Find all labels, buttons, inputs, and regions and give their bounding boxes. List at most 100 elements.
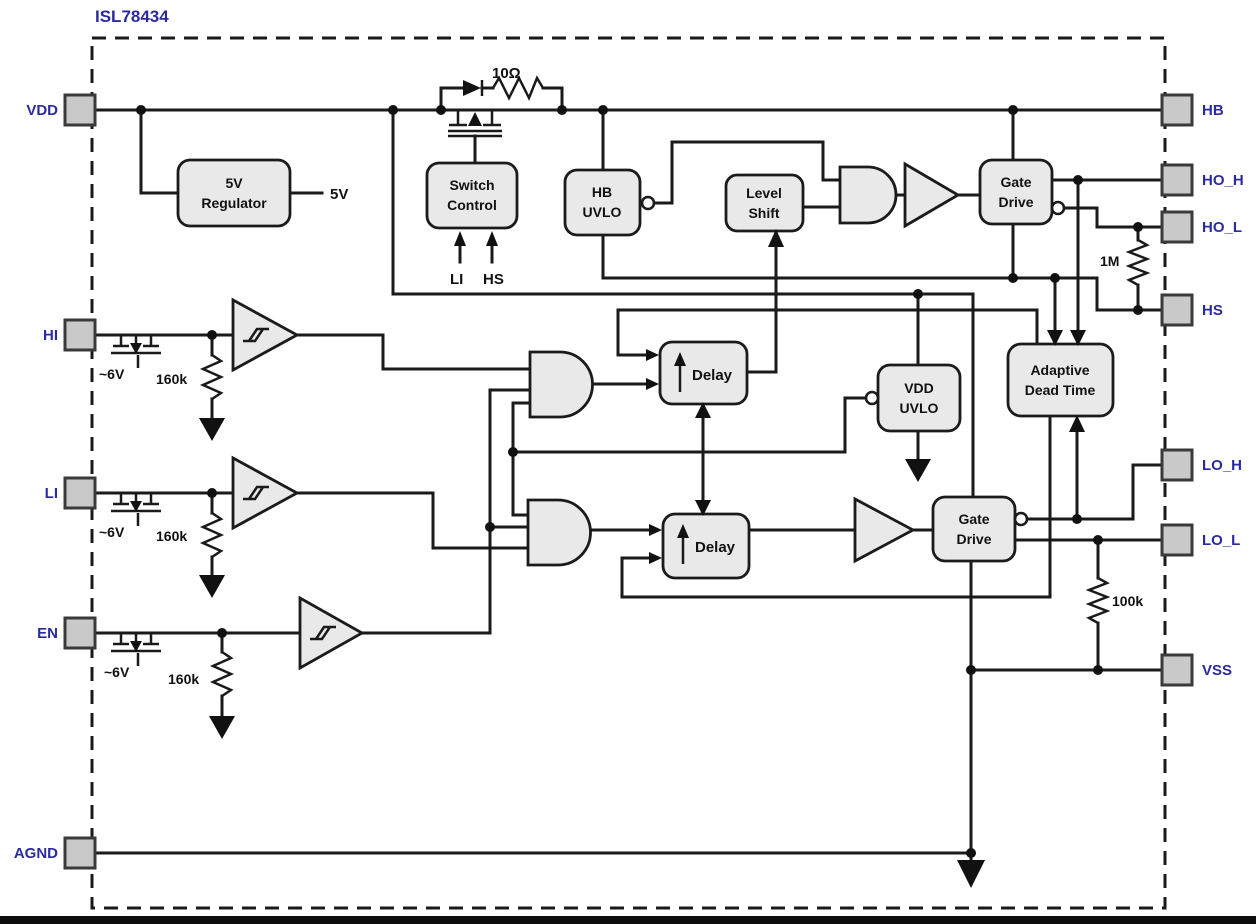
gate-drive-high-invert-bubble	[1050, 200, 1066, 216]
delay-high-in1-arrow-icon	[646, 349, 659, 361]
schmitt-li-icon	[231, 455, 300, 531]
vdd-uvlo-box	[876, 363, 962, 433]
junction-dots	[136, 105, 1143, 858]
adt-feed-rail	[616, 308, 1039, 346]
pin-agnd	[63, 836, 97, 870]
li-clamp-label: ~6V	[99, 524, 125, 540]
block-hb-uvlo: HB UVLO	[563, 168, 656, 237]
regulator-output-label: 5V	[330, 186, 348, 203]
bypass-wire-right	[541, 86, 564, 112]
uvlo-to-and-low	[511, 450, 530, 517]
schmitt-en-icon	[298, 595, 365, 671]
uvlo-gating-wire	[511, 396, 868, 454]
schmitt-li-hysteresis-glyph	[243, 485, 269, 501]
hi-clamp-label: ~6V	[99, 366, 125, 382]
adt-label-1: Adaptive	[1030, 362, 1089, 378]
pin-ho-h-label: HO_H	[1202, 172, 1244, 189]
li-ground-arrow-icon	[199, 575, 225, 598]
pin-hs-label: HS	[1202, 302, 1223, 319]
regulator-feed-wire	[139, 108, 180, 195]
hi-pulldown-label: 160k	[156, 371, 187, 387]
vdd-uvlo-label-2: UVLO	[900, 400, 939, 416]
pin-vdd-label: VDD	[26, 102, 58, 119]
adt-hs-arrow-icon	[1047, 330, 1063, 346]
pin-hb-label: HB	[1202, 102, 1224, 119]
adaptive-dead-time-box	[1006, 342, 1115, 418]
pin-ho-l-label: HO_L	[1202, 219, 1242, 236]
en-input-network: ~6V 160k	[104, 631, 235, 739]
li-input-network: ~6V 160k	[99, 491, 225, 598]
delay-high-label: Delay	[692, 367, 733, 384]
adt-label-2: Dead Time	[1025, 382, 1096, 398]
switch-control-input-wires	[458, 242, 494, 264]
delay-high-in2-arrow-icon	[646, 378, 659, 390]
buffer-low-icon	[853, 496, 916, 564]
agnd-ground-arrow-icon	[957, 860, 985, 888]
block-gate-drive-high: Gate Drive	[978, 158, 1066, 226]
pin-vss	[1160, 653, 1194, 687]
level-shift-input-arrow-icon	[768, 229, 784, 247]
schmitt-hi	[231, 297, 300, 373]
pins-left: VDD HI LI EN AGND	[14, 93, 97, 870]
li-pulldown-zigzag	[199, 511, 225, 559]
block-switch-control: Switch Control LI HS	[425, 161, 519, 288]
pin-ho-h	[1160, 163, 1194, 197]
schmitt-li	[231, 455, 300, 531]
block-level-shift: Level Shift	[724, 173, 805, 247]
delay-high-up-arrow-icon	[674, 352, 686, 366]
hs-sense-rail	[601, 233, 1164, 312]
hb-uvlo-box	[563, 168, 642, 237]
hb-uvlo-output-wire	[653, 140, 842, 205]
block-adaptive-dead-time: Adaptive Dead Time	[1006, 330, 1115, 432]
block-gate-drive-low: Gate Drive	[931, 495, 1029, 563]
bypass-switch: 10Ω	[448, 65, 521, 165]
hi-ground-arrow-icon	[199, 418, 225, 441]
en-ground-arrow-icon	[209, 716, 235, 739]
gate-drive-low-box	[931, 495, 1017, 563]
switch-mosfet-icon	[448, 110, 502, 138]
switch-hs-arrow-icon	[486, 231, 498, 246]
li-to-and-wire	[295, 491, 530, 550]
block-delay-low: Delay	[649, 512, 751, 580]
bypass-wire-left	[439, 86, 465, 112]
delay-low-label: Delay	[695, 539, 736, 556]
schmitt-hi-hysteresis-glyph	[243, 327, 269, 343]
switch-control-label-1: Switch	[449, 177, 494, 193]
and-gate-high	[528, 350, 594, 419]
pin-lo-l-label: LO_L	[1202, 532, 1240, 549]
gate-drive-low-invert-bubble	[1013, 511, 1029, 527]
gate-drive-low-label-2: Drive	[956, 531, 991, 547]
en-clamp-label: ~6V	[104, 664, 130, 680]
li-pulldown-label: 160k	[156, 528, 187, 544]
pin-vss-label: VSS	[1202, 662, 1232, 679]
pin-vdd	[63, 93, 97, 127]
lo-resistor-zigzag	[1085, 576, 1111, 625]
delay-low-in2-arrow-icon	[649, 552, 662, 564]
level-shift-label-1: Level	[746, 185, 782, 201]
adt-output-feedback-wire	[620, 414, 1052, 599]
block-vdd-uvlo: VDD UVLO	[864, 363, 962, 482]
switch-control-box	[425, 161, 519, 230]
vdd-uvlo-invert-bubble	[864, 390, 880, 406]
bypass-resistor-label: 10Ω	[492, 65, 521, 82]
ho-resistor-zigzag	[1125, 238, 1151, 287]
inter-delay-down-arrow-icon	[695, 500, 711, 516]
hb-uvlo-invert-bubble	[640, 195, 656, 211]
switch-mosfet-arrow-icon	[468, 112, 482, 126]
adt-lo-arrow-icon	[1069, 415, 1085, 432]
pins-right: HB HO_H HO_L HS LO_H LO_L VSS	[1160, 93, 1244, 687]
gate-drive-low-label-1: Gate	[958, 511, 989, 527]
pin-lo-h	[1160, 448, 1194, 482]
hi-clamp-arrow-icon	[130, 343, 142, 354]
pin-hs	[1160, 293, 1194, 327]
hi-input-network: ~6V 160k	[99, 333, 225, 441]
gate-drive-high-label-2: Drive	[998, 194, 1033, 210]
vdd-uvlo-ground-arrow-icon	[905, 459, 931, 482]
adt-ho-arrow-icon	[1070, 330, 1086, 346]
switch-li-label: LI	[450, 271, 463, 288]
schmitt-en	[298, 595, 365, 671]
regulator-label-1: 5V	[225, 175, 243, 191]
lo-h-wire	[1025, 463, 1164, 521]
pin-li-label: LI	[45, 485, 58, 502]
